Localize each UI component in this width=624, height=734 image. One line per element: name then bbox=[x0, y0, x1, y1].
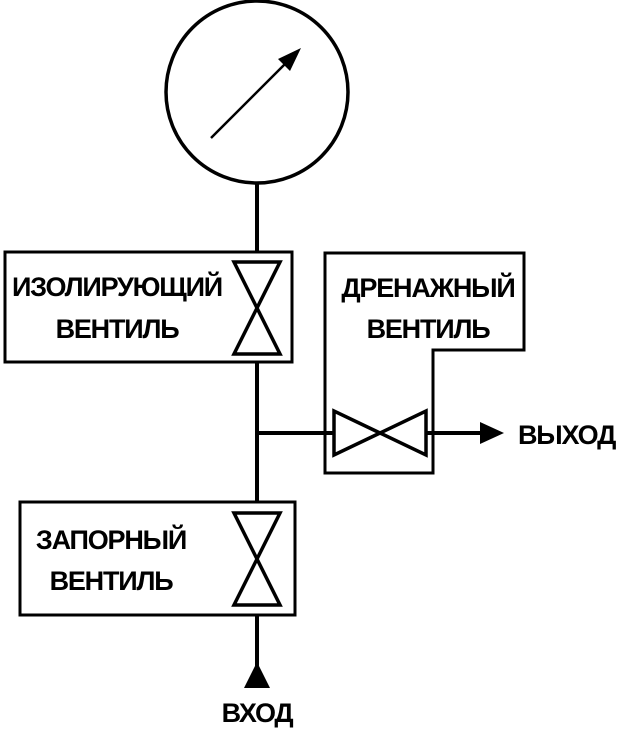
drain-valve-label-line2: ВЕНТИЛЬ bbox=[367, 314, 491, 344]
arrow-right-icon bbox=[480, 422, 504, 444]
drain-valve-box bbox=[323, 251, 526, 475]
outlet-label: ВЫХОД bbox=[518, 420, 616, 450]
gate-valve-icon bbox=[231, 260, 283, 356]
arrow-up-icon bbox=[244, 662, 270, 688]
gate-valve-icon bbox=[332, 408, 428, 458]
inlet-label: ВХОД bbox=[222, 698, 294, 728]
pressure-gauge-icon bbox=[164, 0, 350, 185]
shutoff-valve-label-line2: ВЕНТИЛЬ bbox=[50, 566, 174, 596]
isolating-valve-label-line1: ИЗОЛИРУЮЩИЙ bbox=[12, 271, 222, 302]
drain-valve-label-line1: ДРЕНАЖНЫЙ bbox=[341, 272, 514, 303]
isolating-valve-label-line2: ВЕНТИЛЬ bbox=[56, 314, 180, 344]
shutoff-valve-label-line1: ЗАПОРНЫЙ bbox=[36, 524, 186, 555]
gate-valve-icon bbox=[231, 511, 283, 607]
